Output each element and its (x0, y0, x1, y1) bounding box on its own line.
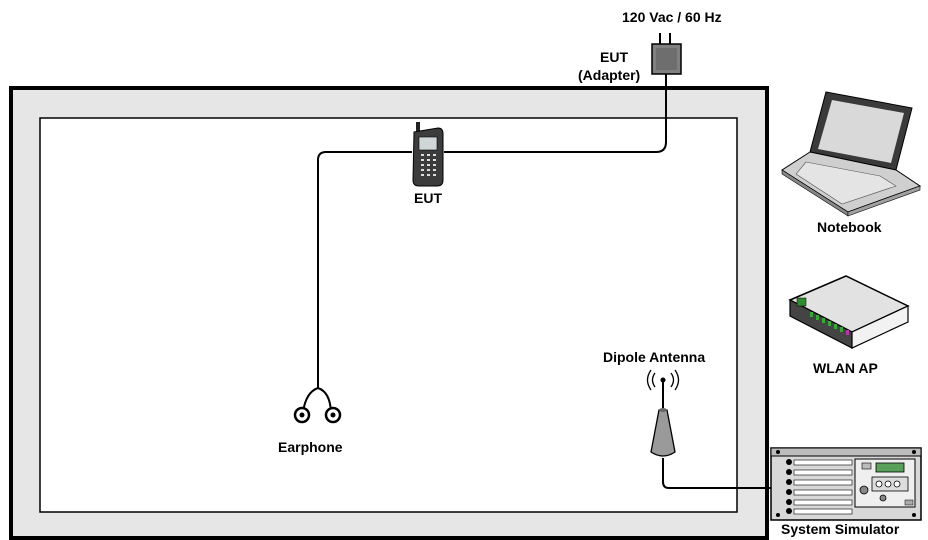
mobile-phone-icon (412, 122, 444, 187)
earphone-icon (293, 387, 342, 424)
system-simulator-label: System Simulator (781, 521, 900, 537)
eut-label: EUT (414, 190, 442, 206)
wlan-ap-label: WLAN AP (813, 360, 878, 376)
wlan-router-icon (788, 275, 910, 349)
adapter-label-line1: EUT (600, 49, 628, 65)
adapter-cable (444, 74, 667, 153)
notebook-label: Notebook (817, 219, 882, 235)
power-source-label: 120 Vac / 60 Hz (622, 9, 722, 25)
dipole-antenna-label: Dipole Antenna (603, 349, 706, 365)
antenna-cable (662, 458, 785, 489)
chamber-inner-area (39, 117, 738, 513)
adapter-label-line2: (Adapter) (578, 67, 641, 83)
earphone-label: Earphone (278, 439, 343, 455)
notebook-icon (781, 91, 922, 217)
dipole-antenna-icon (646, 369, 680, 457)
system-simulator-icon (770, 447, 922, 521)
power-adapter-icon (651, 33, 682, 75)
earphone-cable (317, 151, 412, 388)
